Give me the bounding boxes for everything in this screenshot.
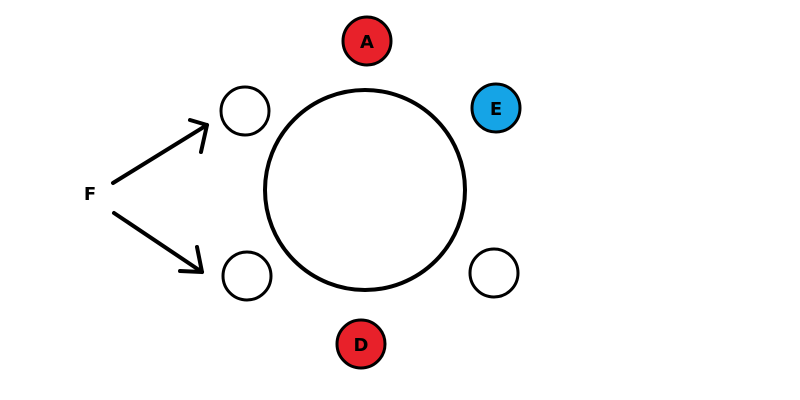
- seat-a-label: A: [360, 32, 374, 53]
- seat-lower-left-marker: [221, 250, 273, 302]
- pointer-f-label: F: [84, 184, 96, 205]
- seat-e-label: E: [490, 99, 502, 120]
- arrow-to-lower-left-seat: [112, 211, 204, 274]
- seat-upper-left: [219, 85, 271, 137]
- seat-lower-right-marker: [468, 247, 520, 299]
- seat-d-label: D: [354, 335, 369, 356]
- seat-d-marker: [335, 318, 387, 370]
- arrow-lower-head-icon: [178, 245, 204, 274]
- seat-e-marker: [470, 82, 522, 134]
- seat-upper-left-marker: [219, 85, 271, 137]
- seat-a: A: [341, 15, 393, 67]
- arrow-lower-shaft: [112, 211, 204, 274]
- seat-lower-right: [468, 247, 520, 299]
- seat-d: D: [335, 318, 387, 370]
- seat-e: E: [470, 82, 522, 134]
- arrow-upper-head-icon: [188, 118, 209, 154]
- seat-lower-left: [221, 250, 273, 302]
- round-table: [263, 88, 467, 292]
- arrow-upper-shaft: [111, 123, 209, 185]
- arrow-to-upper-left-seat: [111, 118, 209, 185]
- seat-a-marker: [341, 15, 393, 67]
